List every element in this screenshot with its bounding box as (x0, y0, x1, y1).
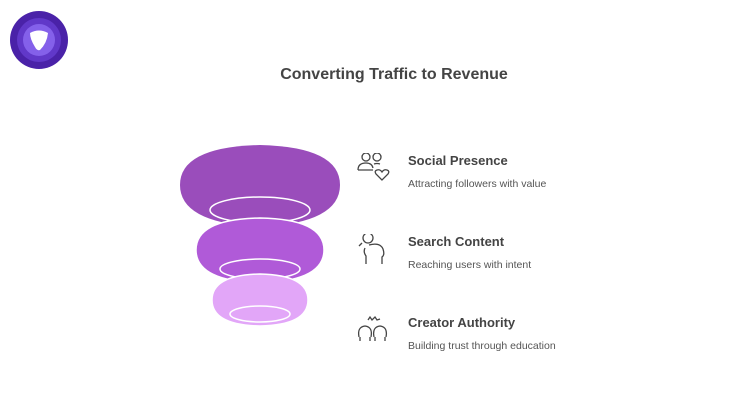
funnel (180, 145, 340, 327)
item-heading: Social Presence (408, 153, 508, 168)
item-description: Attracting followers with value (408, 178, 547, 190)
people-gear-icon (357, 315, 388, 341)
item-description: Reaching users with intent (408, 259, 532, 271)
brand-logo (10, 11, 68, 69)
item-description: Building trust through education (408, 340, 556, 352)
item-heading: Creator Authority (408, 315, 516, 330)
item-heading: Search Content (408, 234, 505, 249)
person-search-icon (358, 234, 385, 264)
people-heart-icon (357, 153, 390, 181)
funnel-level-1 (180, 145, 340, 227)
diagram-title: Converting Traffic to Revenue (280, 66, 508, 83)
funnel-level-3 (211, 273, 309, 327)
funnel-ring-3 (229, 305, 291, 323)
